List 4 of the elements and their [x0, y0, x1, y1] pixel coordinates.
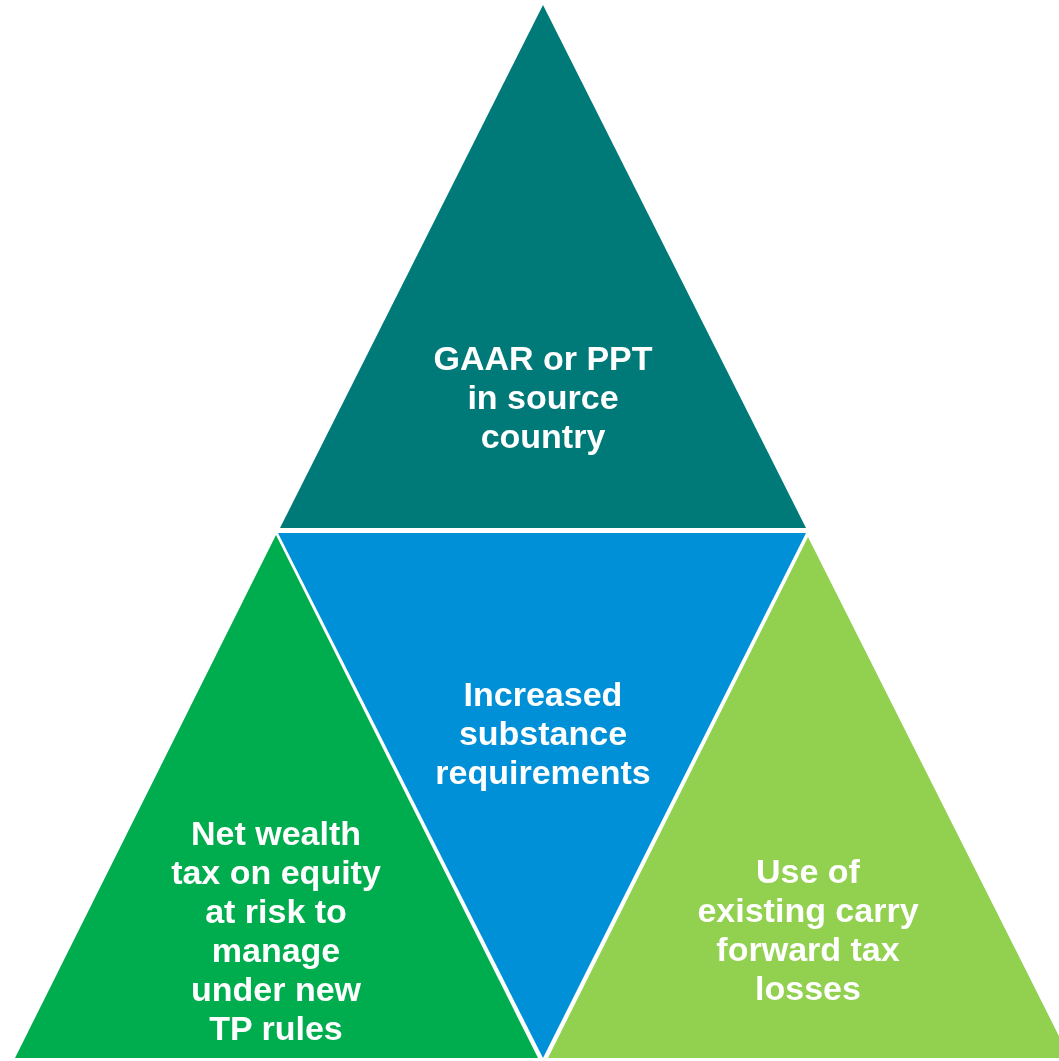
- panel-text: Net wealth tax on equity at risk to manage under new TP rules: [171, 814, 381, 1048]
- panel-text: Increased substance requirements: [434, 675, 652, 792]
- panel-text: GAAR or PPT in source country: [432, 339, 654, 456]
- panel-text: Use of existing carry forward tax losses: [696, 852, 920, 1008]
